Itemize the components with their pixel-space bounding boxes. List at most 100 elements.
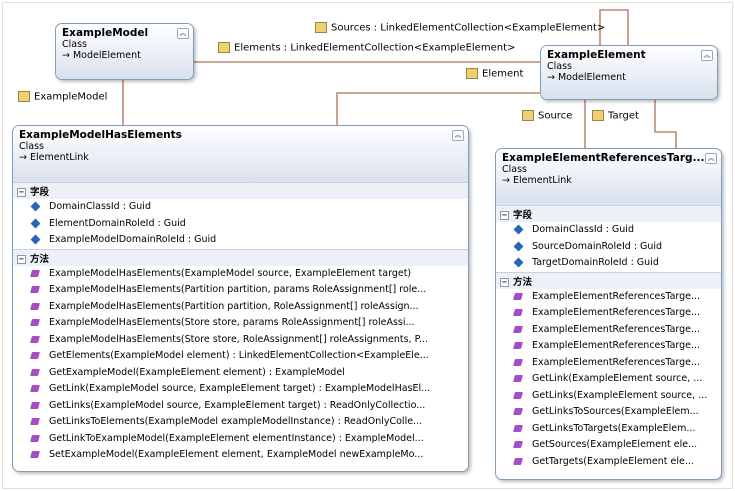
field-row[interactable]: TargetDomainRoleId : Guid <box>496 255 721 272</box>
property-icon <box>466 68 478 79</box>
method-icon <box>513 375 523 382</box>
method-row[interactable]: GetLinkToExampleModel(ExampleElement ele… <box>13 431 468 448</box>
collapse-icon[interactable]: ︽ <box>705 153 717 164</box>
fields-section-header[interactable]: −字段 <box>496 205 721 222</box>
method-row[interactable]: GetExampleModel(ExampleElement element) … <box>13 365 468 382</box>
collapse-icon[interactable]: ︽ <box>177 28 189 39</box>
method-icon <box>513 391 523 399</box>
elements-label: Elements : LinkedElementCollection<Examp… <box>218 42 515 54</box>
field-row[interactable]: ExampleModelDomainRoleId : Guid <box>13 232 468 249</box>
method-row[interactable]: SetExampleModel(ExampleElement element, … <box>13 447 468 464</box>
field-icon <box>30 218 41 228</box>
property-icon <box>218 42 230 53</box>
field-row[interactable]: DomainClassId : Guid <box>13 199 468 216</box>
property-icon <box>592 110 604 121</box>
field-icon <box>513 257 524 268</box>
method-icon <box>30 286 40 293</box>
method-icon <box>30 302 40 310</box>
class-base: → ModelElement <box>547 72 626 83</box>
field-icon <box>30 201 41 212</box>
collapse-minus-icon[interactable]: − <box>17 254 26 264</box>
class-example-element[interactable]: ExampleElement Class → ModelElement ︽ <box>540 45 718 100</box>
method-icon <box>513 309 523 316</box>
property-icon <box>315 22 327 33</box>
method-icon <box>513 441 523 448</box>
collapse-icon[interactable]: ︽ <box>452 130 464 141</box>
class-title: ExampleModel <box>62 27 149 39</box>
collapse-minus-icon[interactable]: − <box>17 188 26 197</box>
methods-section-header[interactable]: −方法 <box>13 248 468 266</box>
method-row[interactable]: GetLink(ExampleElement source, ... <box>496 371 721 388</box>
method-row[interactable]: ExampleModelHasElements(Partition partit… <box>13 282 468 299</box>
class-kind: Class <box>19 141 44 152</box>
class-title: ExampleElement <box>547 49 646 61</box>
class-example-model-has-elements[interactable]: ExampleModelHasElements Class → ElementL… <box>12 125 469 472</box>
method-row[interactable]: ExampleModelHasElements(Store store, par… <box>13 315 468 332</box>
class-kind: Class <box>502 164 527 175</box>
method-row[interactable]: GetLinks(ExampleModel source, ExampleEle… <box>13 398 468 415</box>
method-row[interactable]: ExampleElementReferencesTarge... <box>496 355 721 372</box>
method-icon <box>513 408 523 415</box>
connector-sources <box>599 9 629 45</box>
method-row[interactable]: ExampleElementReferencesTarge... <box>496 338 721 355</box>
method-row[interactable]: GetLink(ExampleModel source, ExampleElem… <box>13 381 468 398</box>
method-row[interactable]: ExampleModelHasElements(ExampleModel sou… <box>13 266 468 283</box>
method-icon <box>30 451 40 458</box>
field-row[interactable]: DomainClassId : Guid <box>496 222 721 239</box>
property-icon <box>18 91 30 102</box>
source-label: Source <box>522 110 572 122</box>
method-icon <box>30 385 40 392</box>
method-icon <box>30 335 40 343</box>
method-row[interactable]: GetSources(ExampleElement ele... <box>496 437 721 454</box>
method-row[interactable]: GetLinks(ExampleElement source, ... <box>496 388 721 405</box>
method-row[interactable]: ExampleModelHasElements(Store store, Rol… <box>13 332 468 349</box>
method-icon <box>30 368 40 376</box>
methods-section-header[interactable]: −方法 <box>496 271 721 289</box>
method-row[interactable]: ExampleElementReferencesTarge... <box>496 289 721 306</box>
field-icon <box>30 234 41 245</box>
method-row[interactable]: GetLinksToTargets(ExampleElem... <box>496 421 721 438</box>
method-icon <box>513 457 523 465</box>
method-row[interactable]: ExampleModelHasElements(Partition partit… <box>13 299 468 316</box>
method-row[interactable]: GetLinksToSources(ExampleElem... <box>496 404 721 421</box>
method-row[interactable]: ExampleElementReferencesTarge... <box>496 322 721 339</box>
field-row[interactable]: ElementDomainRoleId : Guid <box>13 216 468 233</box>
method-icon <box>513 358 523 366</box>
collapse-minus-icon[interactable]: − <box>500 211 509 220</box>
method-icon <box>513 292 523 300</box>
method-row[interactable]: GetLinksToElements(ExampleModel exampleM… <box>13 414 468 431</box>
class-kind: Class <box>547 61 572 72</box>
class-base: → ElementLink <box>502 175 572 186</box>
connector-element <box>336 92 560 125</box>
collapse-minus-icon[interactable]: − <box>500 277 509 287</box>
method-icon <box>30 319 40 326</box>
connector-target <box>654 98 677 148</box>
method-icon <box>513 424 523 432</box>
class-base: → ElementLink <box>19 152 89 163</box>
method-icon <box>30 401 40 409</box>
target-label: Target <box>592 110 639 122</box>
method-row[interactable]: GetTargets(ExampleElement ele... <box>496 454 721 471</box>
class-example-model[interactable]: ExampleModel Class → ModelElement ︽ <box>55 23 194 80</box>
method-row[interactable]: ExampleElementReferencesTarge... <box>496 305 721 322</box>
method-icon <box>30 418 40 425</box>
field-icon <box>513 224 524 235</box>
class-title: ExampleElementReferencesTarg... <box>502 152 705 164</box>
method-icon <box>30 352 40 359</box>
method-icon <box>30 434 40 442</box>
method-icon <box>30 269 40 277</box>
sources-label: Sources : LinkedElementCollection<Exampl… <box>315 22 605 34</box>
field-icon <box>513 241 524 251</box>
property-icon <box>522 110 534 121</box>
class-example-element-references-targets[interactable]: ExampleElementReferencesTarg... Class → … <box>495 148 722 480</box>
class-title: ExampleModelHasElements <box>19 129 182 141</box>
element-label: Element <box>466 68 523 80</box>
example-model-label: ExampleModel <box>18 91 107 103</box>
class-base: → ModelElement <box>62 50 141 61</box>
fields-section-header[interactable]: −字段 <box>13 182 468 199</box>
collapse-icon[interactable]: ︽ <box>701 50 713 61</box>
field-row[interactable]: SourceDomainRoleId : Guid <box>496 239 721 256</box>
method-row[interactable]: GetElements(ExampleModel element) : Link… <box>13 348 468 365</box>
